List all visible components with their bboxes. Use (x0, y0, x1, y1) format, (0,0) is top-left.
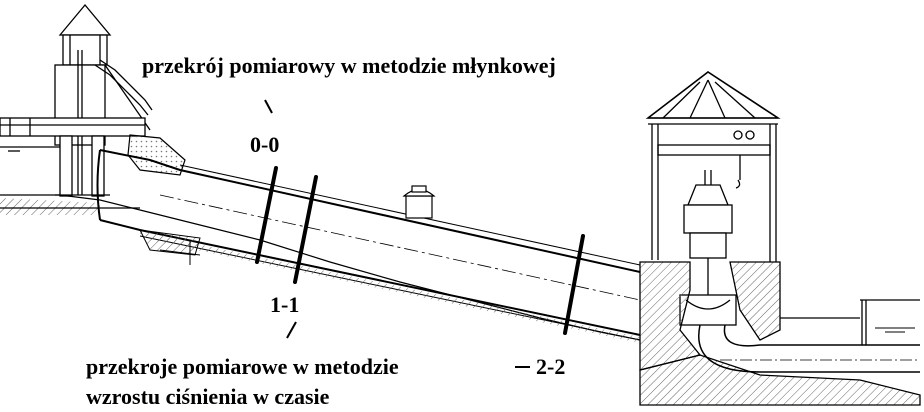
leader-lines (264, 99, 530, 368)
powerhouse (645, 71, 781, 326)
section-line-11 (293, 175, 318, 284)
bottom-label-line2: wzrostu ciśnienia w czasie (86, 384, 330, 409)
section-line-22 (563, 234, 585, 335)
section-line-00 (255, 166, 278, 264)
intake-tower (0, 3, 153, 197)
draft-tube (698, 324, 920, 373)
section-label-00: 0-0 (250, 132, 279, 157)
title-label-top: przekrój pomiarowy w metodzie młynkowej (142, 53, 556, 78)
penstock-pipe (96, 149, 641, 343)
bottom-label-line1: przekroje pomiarowe w metodzie (86, 354, 399, 379)
section-lines (255, 166, 585, 335)
valve-house (402, 185, 436, 219)
section-label-22: 2-2 (536, 354, 565, 379)
section-label-11: 1-1 (270, 292, 299, 317)
powerhouse-foundation (639, 261, 921, 406)
